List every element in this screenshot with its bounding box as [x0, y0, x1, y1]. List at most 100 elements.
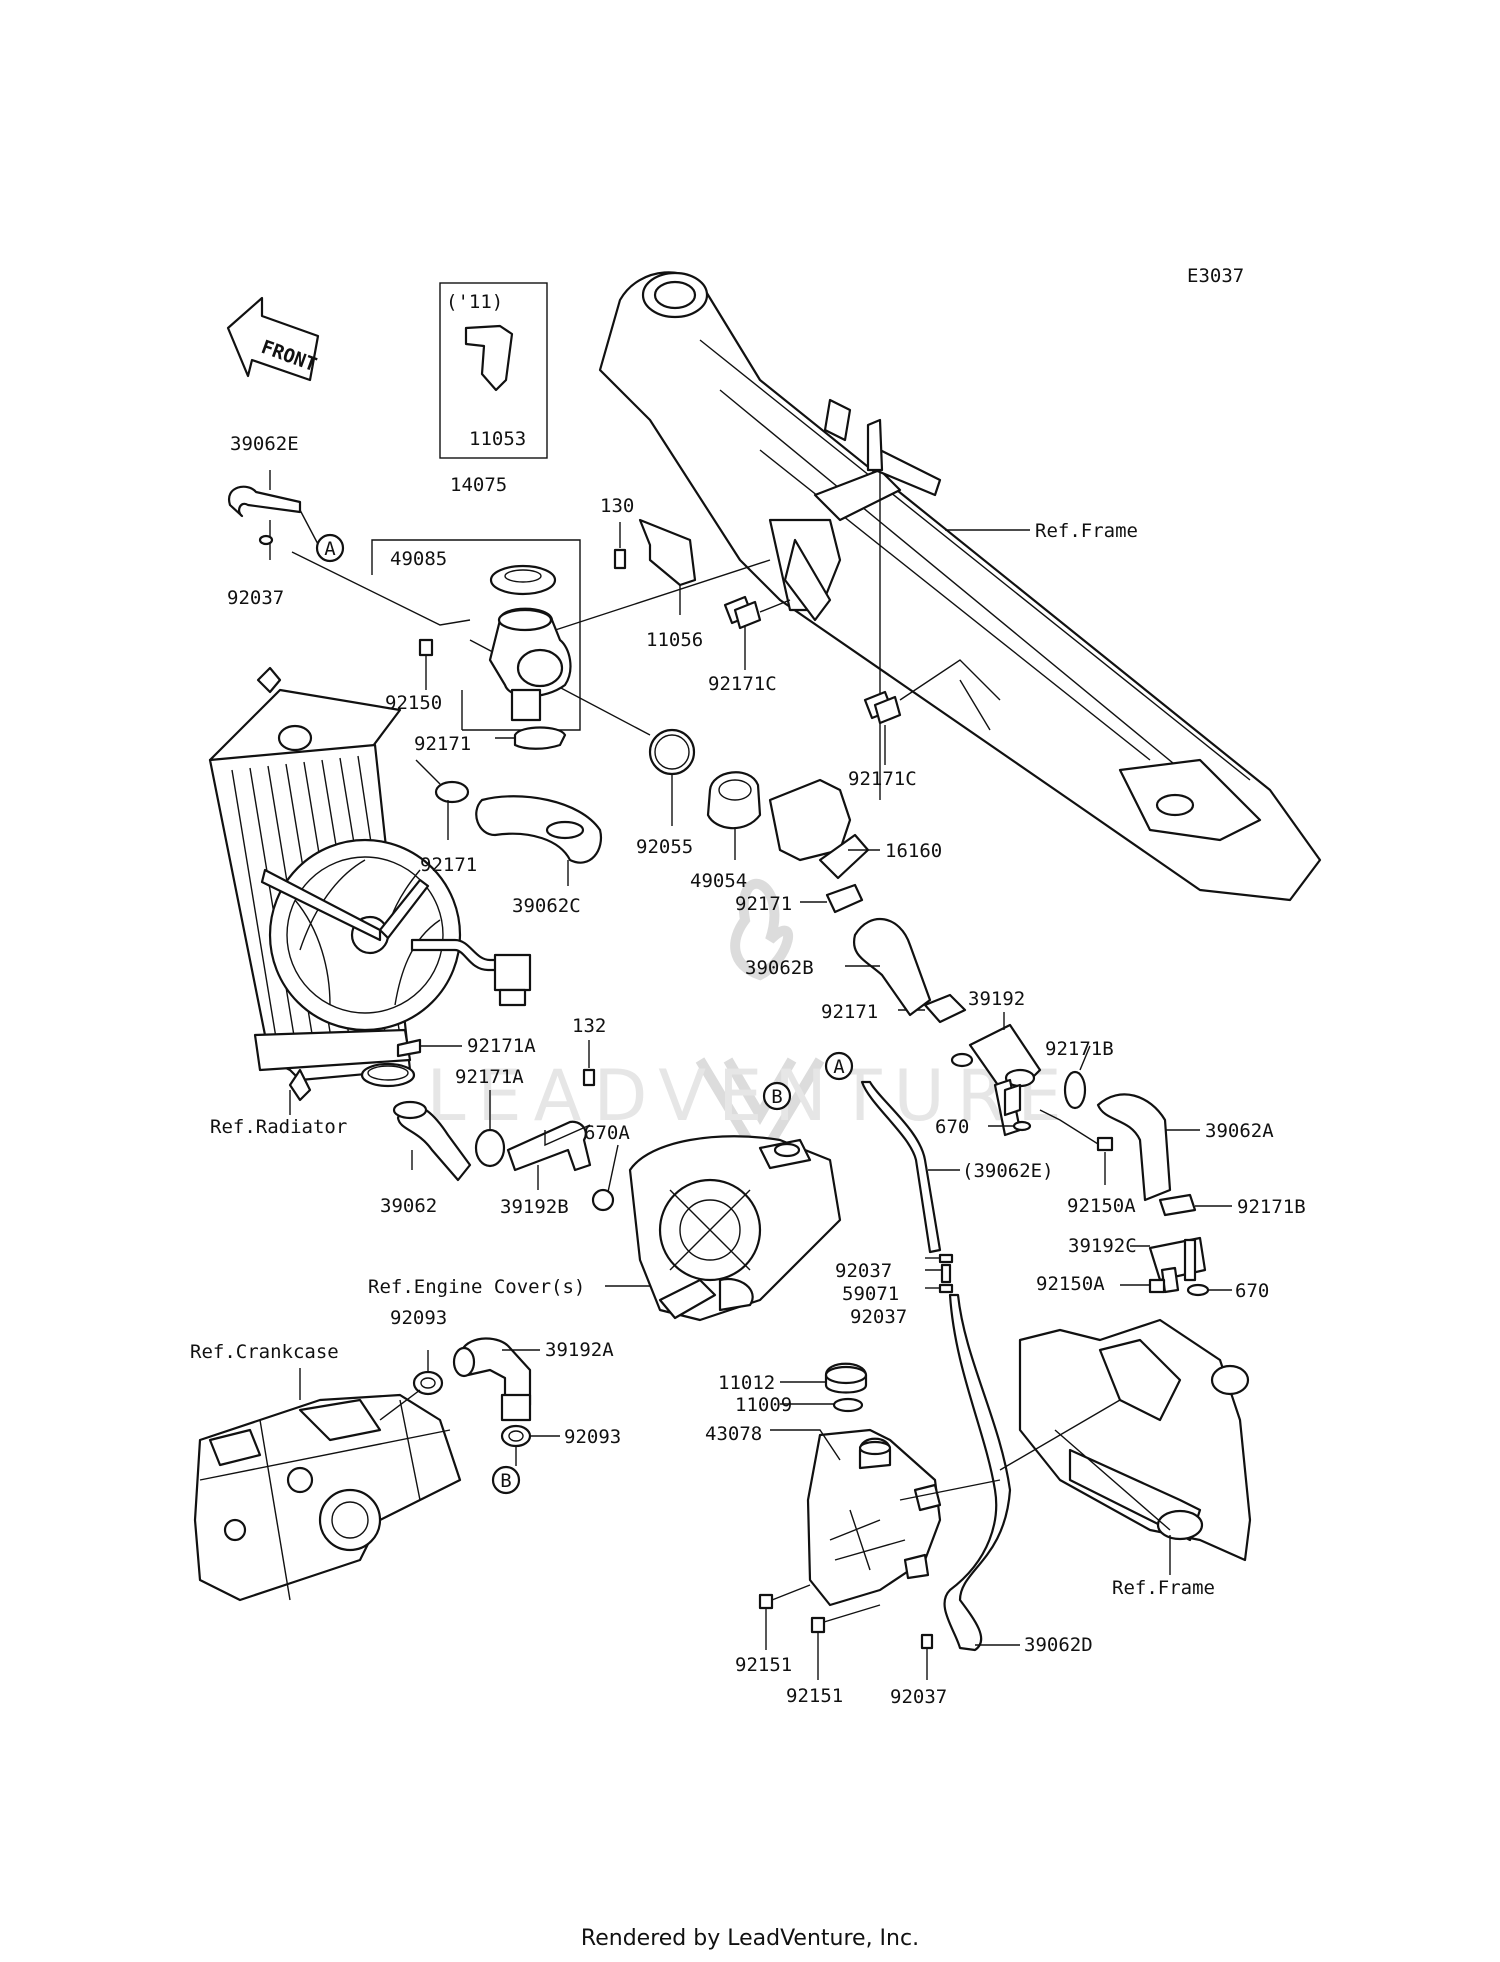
year-note-box	[439, 282, 548, 459]
bolt-92150a	[1096, 1136, 1114, 1152]
part-label-16160: 16160	[885, 840, 942, 862]
bolt-92150	[418, 638, 434, 657]
part-label-92037-top: 92037	[227, 587, 284, 609]
part-label-49085: 49085	[390, 548, 447, 570]
joint-39192c	[1148, 1236, 1207, 1282]
part-label-92151-left: 92151	[735, 1654, 792, 1676]
bolt-132	[582, 1068, 596, 1087]
joint-59071	[940, 1263, 952, 1284]
hose-39062e	[227, 485, 302, 518]
part-label-670-b: 670	[1235, 1280, 1269, 1302]
callout-b-lower-text: B	[500, 1470, 511, 1492]
front-arrow: FRONT	[226, 296, 320, 382]
bolt-130	[613, 548, 627, 570]
ring-11009	[832, 1397, 864, 1413]
bracket-11053	[464, 324, 514, 392]
ref-label-frame-upper: Ref.Frame	[1035, 520, 1138, 542]
part-label-92093-upper: 92093	[390, 1307, 447, 1329]
part-label-39062a: 39062A	[1205, 1120, 1274, 1142]
screw-92151-left	[758, 1593, 774, 1610]
callout-a-lower-text: A	[833, 1056, 845, 1078]
o-ring-92055	[648, 728, 696, 776]
year-note: ('11)	[446, 291, 503, 313]
part-label-39062: 39062	[380, 1195, 437, 1217]
elbow-39192a	[460, 1337, 532, 1412]
clamp-92171b-upper	[1063, 1070, 1087, 1110]
seal-92093-lower	[500, 1424, 532, 1448]
part-label-92055: 92055	[636, 836, 693, 858]
callout-a-upper-text: A	[324, 538, 336, 560]
callout-b-upper-text: B	[771, 1086, 782, 1108]
callout-a-upper	[315, 533, 345, 563]
frame-lower	[999, 1318, 1252, 1562]
thermostat-cover-16160	[768, 778, 852, 862]
part-label-92150: 92150	[385, 692, 442, 714]
bracket-11056	[638, 518, 697, 587]
part-label-39062e: 39062E	[230, 433, 299, 455]
part-label-92150a-lower: 92150A	[1036, 1273, 1105, 1295]
part-label-92037-b: 92037	[850, 1306, 907, 1328]
engine-cover	[628, 1135, 842, 1322]
o-ring-670	[1012, 1120, 1032, 1132]
part-label-670a: 670A	[584, 1122, 630, 1144]
part-label-39062b: 39062B	[745, 957, 814, 979]
hose-39062c	[475, 795, 603, 864]
part-label-92171-c: 92171	[735, 893, 792, 915]
part-label-670-a: 670	[935, 1116, 969, 1138]
footer-credit: Rendered by LeadVenture, Inc.	[581, 1926, 919, 1951]
ref-label-frame-lower: Ref.Frame	[1112, 1577, 1215, 1599]
clamp-92171-c	[825, 883, 864, 914]
part-label-11012: 11012	[718, 1372, 775, 1394]
part-label-92171c-upper: 92171C	[708, 673, 777, 695]
part-label-92037-bottom: 92037	[890, 1686, 947, 1708]
watermark-text: LEADVENTURE	[426, 1055, 1073, 1137]
hose-39062d	[943, 1293, 1012, 1652]
part-label-92171-b: 92171	[420, 854, 477, 876]
part-label-92171b-upper: 92171B	[1045, 1038, 1114, 1060]
part-label-39062c: 39062C	[512, 895, 581, 917]
crankcase	[193, 1393, 462, 1602]
part-label-39192b: 39192B	[500, 1196, 569, 1218]
o-ring-670a	[591, 1188, 615, 1212]
clamp-92171a-pipe	[474, 1128, 506, 1168]
part-label-49054: 49054	[690, 870, 747, 892]
part-label-39062e-paren: (39062E)	[962, 1160, 1054, 1182]
part-label-92171-d: 92171	[821, 1001, 878, 1023]
radiator-assembly	[208, 666, 532, 1102]
part-label-11009: 11009	[735, 1394, 792, 1416]
part-label-130: 130	[600, 495, 634, 517]
part-label-92093-lower: 92093	[564, 1426, 621, 1448]
part-label-39192: 39192	[968, 988, 1025, 1010]
part-label-92171b-lower: 92171B	[1237, 1196, 1306, 1218]
hose-39062e-lower	[860, 1080, 942, 1254]
callout-a-lower	[824, 1051, 854, 1081]
clamp-92171b-lower	[1158, 1193, 1197, 1217]
clamp-92171-upper	[513, 726, 567, 750]
hose-39062b	[852, 917, 932, 1017]
part-label-59071: 59071	[842, 1283, 899, 1305]
part-label-92150a-upper: 92150A	[1067, 1195, 1136, 1217]
reservoir-43078	[806, 1428, 942, 1607]
part-label-92171c-lower: 92171C	[848, 768, 917, 790]
part-label-92171a-lower: 92171A	[455, 1066, 524, 1088]
clamp-92171-b	[923, 993, 967, 1024]
part-label-132: 132	[572, 1015, 606, 1037]
part-label-92151-right: 92151	[786, 1685, 843, 1707]
part-label-11056: 11056	[646, 629, 703, 651]
part-label-43078: 43078	[705, 1423, 762, 1445]
part-label-92171a-upper: 92171A	[467, 1035, 536, 1057]
ref-label-crankcase: Ref.Crankcase	[190, 1341, 339, 1363]
callout-b-upper	[762, 1081, 792, 1111]
diagram-code: E3037	[1187, 265, 1244, 287]
frame-assembly	[598, 271, 1322, 902]
part-label-39192a: 39192A	[545, 1339, 614, 1361]
clamp-92171-radiator	[434, 780, 470, 804]
part-label-39192c: 39192C	[1068, 1235, 1137, 1257]
callout-b-lower	[491, 1465, 521, 1495]
hose-39062a	[1096, 1093, 1172, 1202]
part-label-92037-a: 92037	[835, 1260, 892, 1282]
ref-label-engine-cover: Ref.Engine Cover(s)	[368, 1276, 585, 1298]
part-label-11053: 11053	[469, 428, 526, 450]
